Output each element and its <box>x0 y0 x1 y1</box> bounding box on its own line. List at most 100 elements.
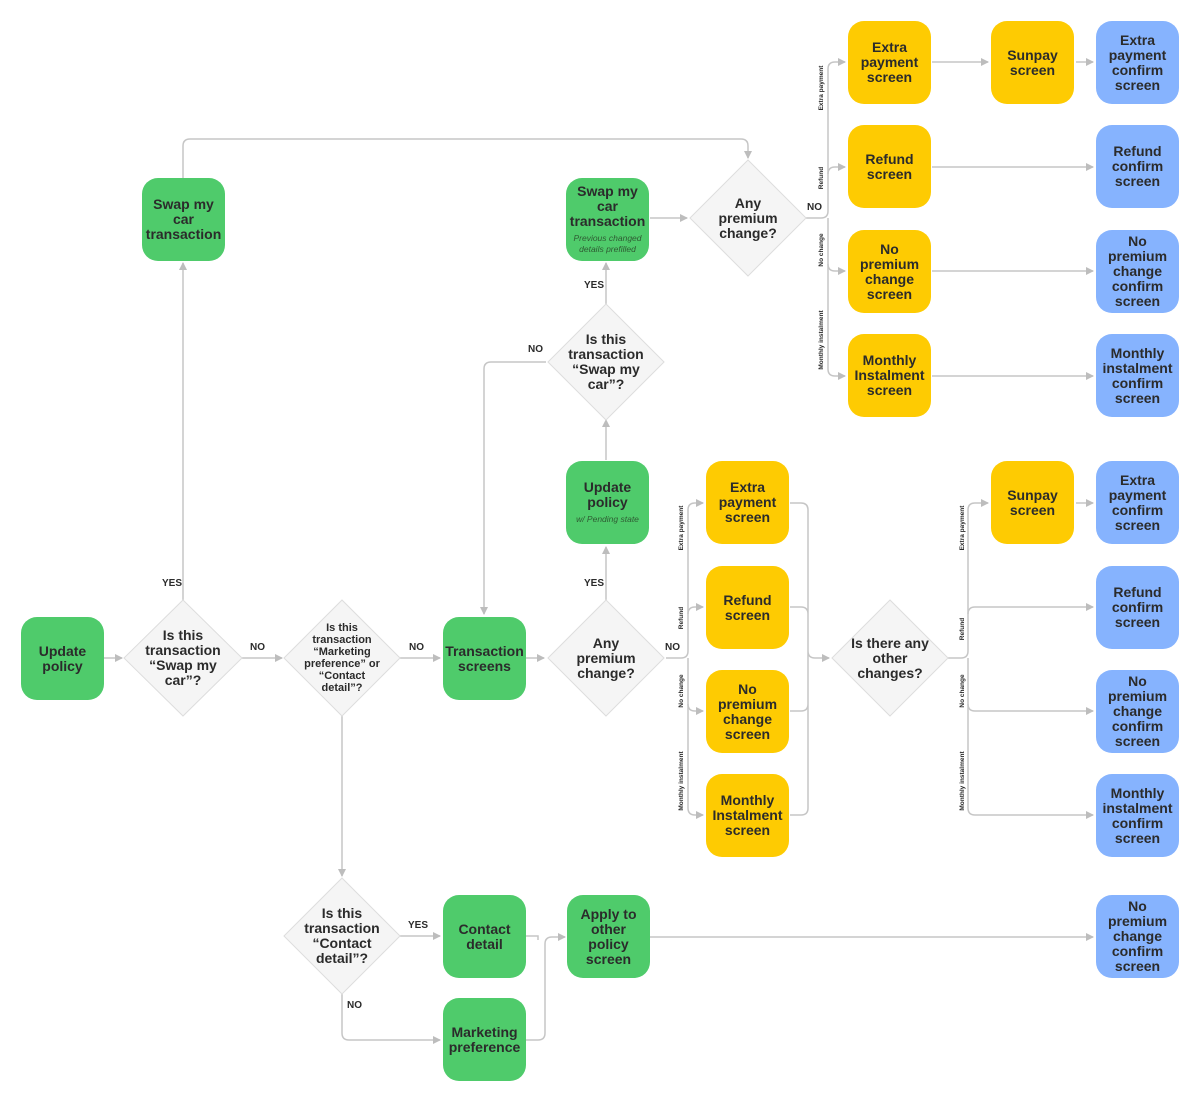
edge-swap-left-to-top-decision <box>182 138 752 178</box>
edge-label-no-swap-1: NO <box>250 642 265 653</box>
node-note: w/ Pending state <box>576 514 639 524</box>
node-update-policy-start: Update policy <box>21 617 104 700</box>
decision-shape-premium-mid <box>547 599 665 717</box>
node-label: Monthly Instalment screen <box>712 792 783 838</box>
node-label: Monthly Instalment screen <box>854 352 925 398</box>
node-label: Update policy <box>583 479 632 510</box>
node-bottom-no-premium-change-confirm: No premium change confirm screen <box>1096 895 1179 978</box>
decision-shape-swap-1 <box>123 599 243 717</box>
node-label: No premium change confirm screen <box>1107 898 1168 974</box>
decision-shape-contact <box>283 877 401 995</box>
node-label: Apply to other policy screen <box>580 905 637 967</box>
edge-label-no-contact: NO <box>347 1000 362 1011</box>
node-top-monthly-instalment: Monthly Instalment screen <box>848 334 931 417</box>
node-label: No premium change confirm screen <box>1107 673 1168 749</box>
edge-label-top-no-change: No change <box>818 233 825 267</box>
node-label: Contact detail <box>458 920 511 952</box>
node-label: Extra payment confirm screen <box>1108 471 1167 533</box>
edge-label-top-refund: Refund <box>818 166 825 190</box>
node-label: Refund confirm screen <box>1111 584 1164 630</box>
node-label: Refund screen <box>723 591 772 623</box>
edge-label-right-refund: Refund <box>959 617 966 641</box>
node-mid-refund: Refund screen <box>706 566 789 649</box>
edge-label-yes-swap-1: YES <box>162 578 183 589</box>
node-top-refund: Refund screen <box>848 125 931 208</box>
node-top-refund-confirm: Refund confirm screen <box>1096 125 1179 208</box>
node-label: Sunpay screen <box>1007 46 1058 78</box>
node-mid-extra-payment: Extra payment screen <box>706 461 789 544</box>
edge-top-nochange <box>827 218 846 275</box>
node-transaction-screens: Transaction screens <box>443 617 526 700</box>
edge-right-branch-trunk <box>948 499 989 659</box>
edge-label-mid-monthly-instalment: Monthly instalment <box>678 751 685 811</box>
edge-label-mid-extra-payment: Extra payment <box>678 505 685 551</box>
node-label: Refund confirm screen <box>1111 143 1164 189</box>
edge-label-right-extra-payment: Extra payment <box>959 505 966 551</box>
node-right-refund-confirm: Refund confirm screen <box>1096 566 1179 649</box>
edge-right-monthly <box>967 704 1094 819</box>
node-label: Marketing preference <box>448 1023 521 1055</box>
decision-shape-swap-2 <box>547 303 665 421</box>
edge-mid-branch-trunk <box>666 499 704 659</box>
node-swap-my-car-transaction-top: Swap my car transaction Previous changed… <box>566 178 649 261</box>
edge-label-right-monthly-instalment: Monthly instalment <box>959 751 966 811</box>
decision-is-marketing-or-contact: Is this transaction “Marketing preferenc… <box>304 622 380 694</box>
decision-is-swap-my-car-2: Is this transaction “Swap my car”? <box>568 331 644 392</box>
node-label: Swap my car transaction <box>145 196 222 242</box>
node-update-policy-pending: Update policy w/ Pending state <box>566 461 649 544</box>
decision-shape-marketing <box>283 599 401 717</box>
edge-top-monthly <box>827 264 846 380</box>
edge-label-top-monthly-instalment: Monthly instalment <box>818 310 825 370</box>
edge-marketing-to-apply <box>525 933 566 1041</box>
node-label: Sunpay screen <box>1007 486 1058 518</box>
edge-no-to-transaction-screens-back <box>480 361 546 615</box>
node-top-monthly-instalment-confirm: Monthly instalment confirm screen <box>1096 334 1179 417</box>
edge-label-mid-no-change: No change <box>678 674 685 708</box>
node-apply-to-other-policy: Apply to other policy screen <box>567 895 650 978</box>
node-label: Monthly instalment confirm screen <box>1102 784 1173 846</box>
edge-label-yes-contact: YES <box>408 920 429 931</box>
node-label: Swap my car transaction <box>569 183 646 229</box>
node-top-extra-payment: Extra payment screen <box>848 21 931 104</box>
edge-label-top-extra-payment: Extra payment <box>818 65 825 111</box>
node-right-sunpay: Sunpay screen <box>991 461 1074 544</box>
node-label: Extra payment screen <box>718 479 777 525</box>
node-contact-detail: Contact detail <box>443 895 526 978</box>
edge-top-branch-trunk <box>806 58 846 219</box>
edge-label-right-no-change: No change <box>959 674 966 708</box>
node-label: Update policy <box>38 642 87 674</box>
edge-mid-merge <box>790 502 829 816</box>
edge-label-yes-swap-2: YES <box>584 280 605 291</box>
node-top-no-premium-change-confirm: No premium change confirm screen <box>1096 230 1179 313</box>
decision-any-premium-change-top: Any premium change? <box>718 194 778 241</box>
node-note: Previous changed details prefilled <box>573 233 642 254</box>
node-marketing-preference: Marketing preference <box>443 998 526 1081</box>
decision-is-contact-detail: Is this transaction “Contact detail”? <box>304 905 380 966</box>
node-right-monthly-instalment-confirm: Monthly instalment confirm screen <box>1096 774 1179 857</box>
edge-label-no-premium-top: NO <box>807 202 822 213</box>
decision-any-other-changes: Is there any other changes? <box>851 634 929 681</box>
node-label: Transaction screens <box>445 642 524 674</box>
node-label: No premium change screen <box>859 240 920 302</box>
edge-label-yes-premium-mid: YES <box>584 578 605 589</box>
edge-right-nochange <box>967 658 1094 715</box>
edge-mid-monthly <box>687 704 704 819</box>
decision-is-swap-my-car-1: Is this transaction “Swap my car”? <box>145 627 221 688</box>
node-right-no-premium-change-confirm: No premium change confirm screen <box>1096 670 1179 753</box>
node-top-no-premium-change: No premium change screen <box>848 230 931 313</box>
edge-label-no-premium-mid: NO <box>665 642 680 653</box>
node-swap-my-car-transaction-left: Swap my car transaction <box>142 178 225 261</box>
edge-label-no-marketing: NO <box>409 642 424 653</box>
node-top-sunpay: Sunpay screen <box>991 21 1074 104</box>
edge-label-no-swap-2: NO <box>528 344 543 355</box>
node-mid-no-premium-change: No premium change screen <box>706 670 789 753</box>
decision-shape-premium-top <box>689 159 807 277</box>
edge-mid-nochange <box>687 658 704 715</box>
node-label: No premium change confirm screen <box>1107 233 1168 309</box>
node-label: Monthly instalment confirm screen <box>1102 344 1173 406</box>
node-label: Extra payment confirm screen <box>1108 31 1167 93</box>
edge-label-mid-refund: Refund <box>678 606 685 630</box>
decision-shape-other-changes <box>831 599 949 717</box>
